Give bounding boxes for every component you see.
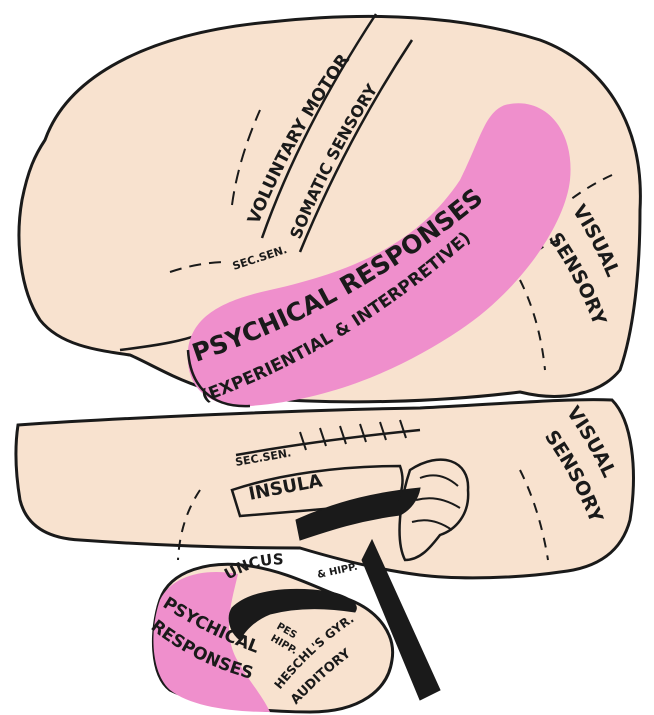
upper-brain-view: VOLUNTARY MOTOR SOMATIC SENSORY SEC.SEN.… bbox=[19, 14, 640, 407]
lower-hemisphere-outline bbox=[16, 400, 633, 578]
lower-brain-view: SEC.SEN. INSULA VISUAL SENSORY UNCUS & H… bbox=[16, 400, 633, 712]
hipp-label: & HIPP. bbox=[316, 562, 358, 581]
